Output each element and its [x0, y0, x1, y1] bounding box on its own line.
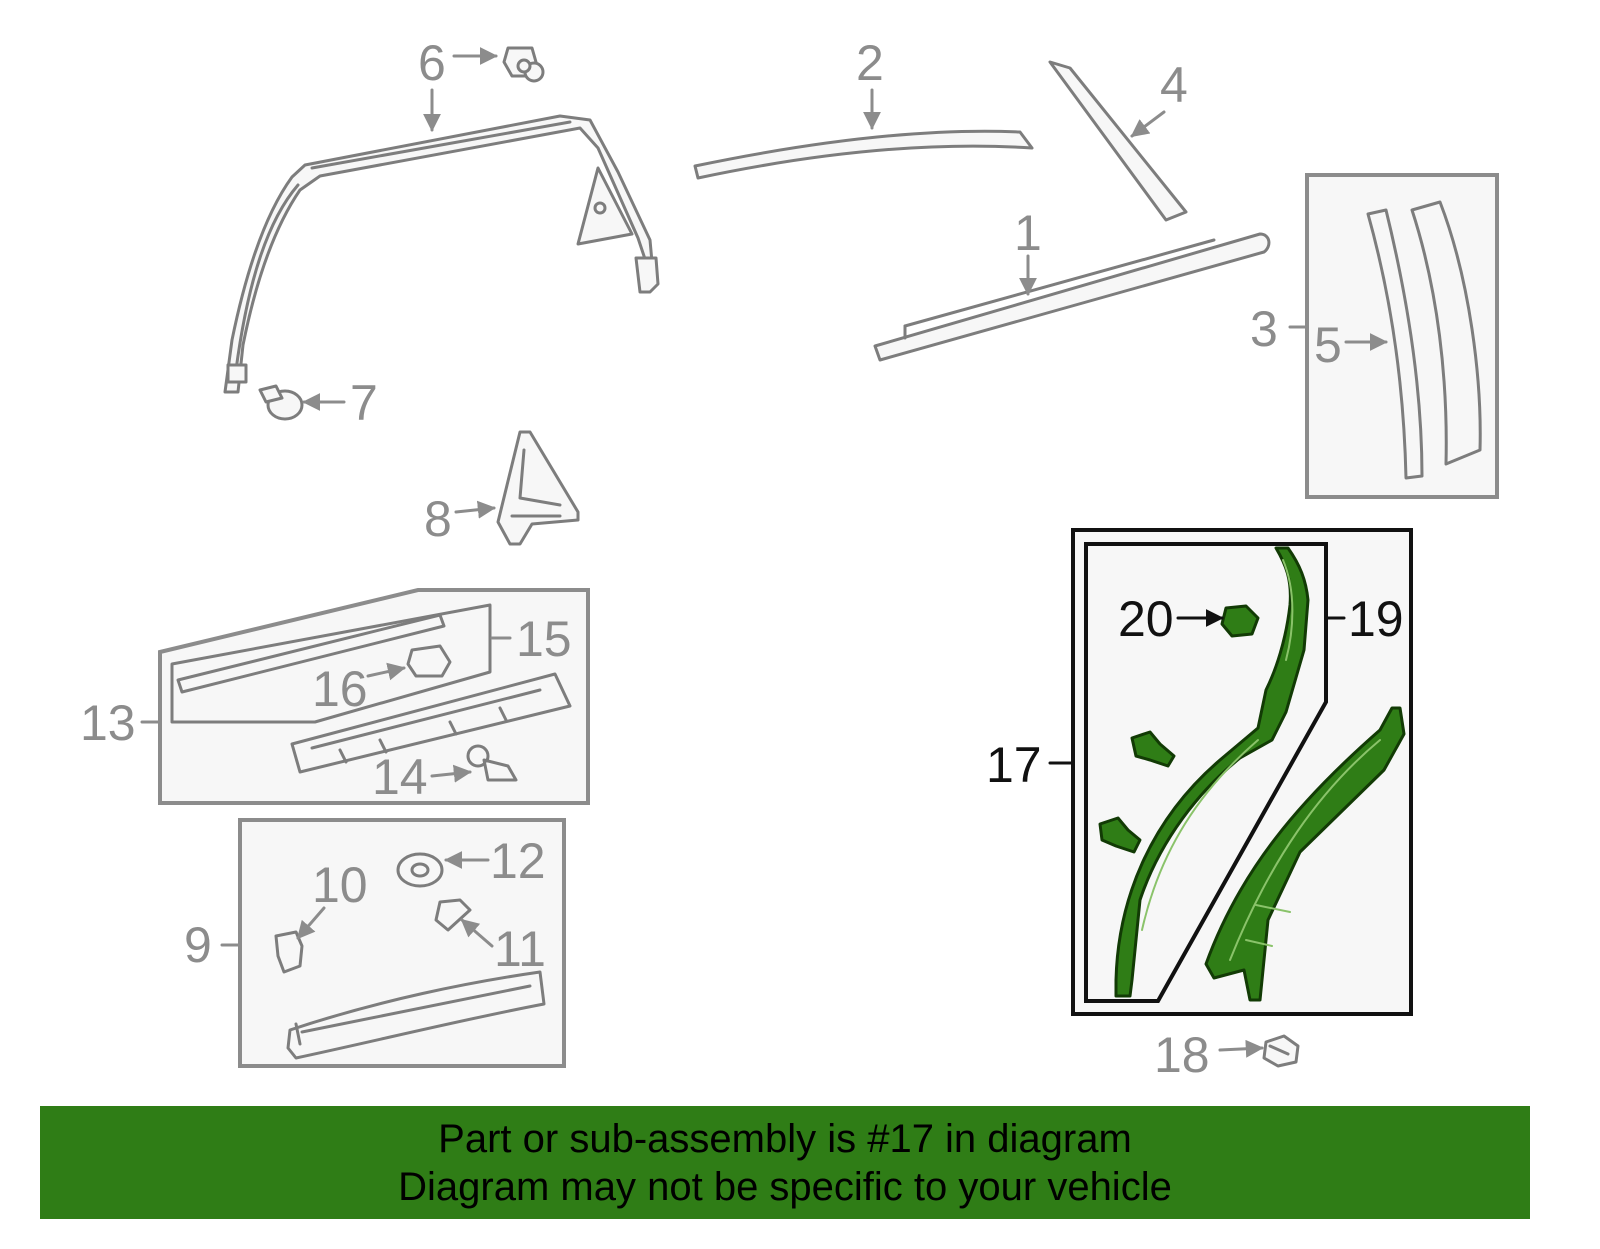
callout-11: 11 — [494, 921, 546, 977]
callout-16: 16 — [312, 661, 368, 717]
callout-7: 7 — [350, 375, 378, 431]
part-18-clip — [1262, 1034, 1300, 1068]
part-13-box — [158, 588, 590, 805]
part-9-box — [238, 818, 566, 1068]
part-1-belt-molding — [873, 232, 1271, 362]
callout-2: 2 — [856, 35, 884, 91]
callouts: 1 2 3 4 5 6 7 8 9 10 11 12 13 14 15 16 1… — [80, 35, 1404, 1083]
callout-20: 20 — [1118, 591, 1174, 647]
callout-17: 17 — [986, 737, 1042, 793]
part-6-door-frame-molding — [223, 114, 660, 394]
callout-15: 15 — [516, 611, 572, 667]
callout-13: 13 — [80, 695, 136, 751]
info-banner: Part or sub-assembly is #17 in diagram D… — [40, 1106, 1530, 1219]
leader-lines — [140, 47, 1388, 1058]
callout-10: 10 — [312, 857, 368, 913]
callout-6: 6 — [418, 35, 446, 91]
callout-4: 4 — [1160, 57, 1188, 113]
callout-19: 19 — [1348, 591, 1404, 647]
callout-3: 3 — [1250, 301, 1278, 357]
callout-9: 9 — [184, 917, 212, 973]
callout-5: 5 — [1314, 317, 1342, 373]
banner-line-1: Part or sub-assembly is #17 in diagram — [438, 1116, 1132, 1161]
banner-line-2: Diagram may not be specific to your vehi… — [398, 1164, 1172, 1209]
part-4-strip — [1048, 60, 1188, 222]
callout-12: 12 — [490, 833, 546, 889]
part-8-corner-piece — [496, 430, 580, 546]
callout-14: 14 — [372, 749, 428, 805]
part-2-roof-molding — [693, 129, 1034, 180]
callout-18: 18 — [1154, 1027, 1210, 1083]
part-6-clip — [502, 46, 545, 83]
part-3-box — [1305, 173, 1499, 499]
callout-8: 8 — [424, 491, 452, 547]
part-17-assembly-box — [1071, 528, 1413, 1016]
callout-1: 1 — [1014, 205, 1042, 261]
part-7-clip — [258, 384, 304, 421]
